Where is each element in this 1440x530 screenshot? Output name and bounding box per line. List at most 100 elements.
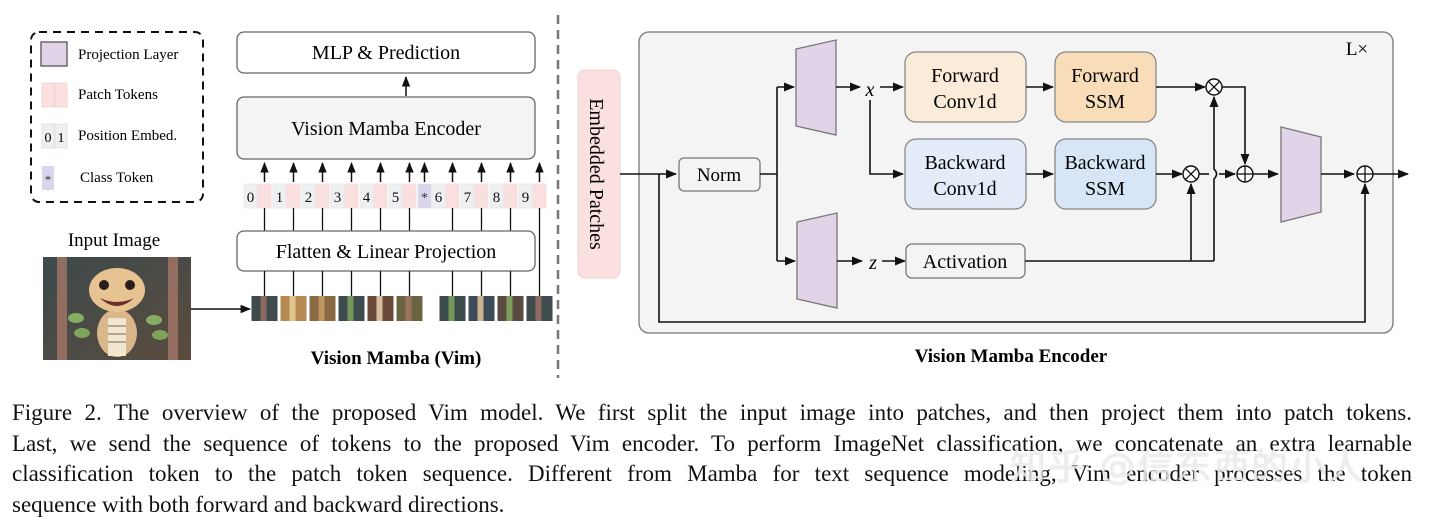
patch-tokens-swatch <box>41 82 68 108</box>
backward-conv1d-label-1: Backward <box>924 152 1005 174</box>
flatten-projection-label: Flatten & Linear Projection <box>276 241 497 263</box>
backward-ssm-label-1: Backward <box>1064 152 1145 174</box>
token-9: 9 <box>518 183 547 209</box>
multiply-backward <box>1182 165 1200 183</box>
image-patch <box>439 296 466 321</box>
patch-token <box>286 183 301 209</box>
patch-token <box>503 183 518 209</box>
class-sample: * <box>45 172 52 187</box>
position-sample-0: 0 <box>45 131 52 146</box>
patch-token <box>402 183 417 209</box>
forward-conv1d-label-2: Conv1d <box>933 91 996 113</box>
projection-layer-swatch <box>40 41 68 67</box>
forward-ssm-label-1: Forward <box>1071 65 1139 87</box>
z-label: z <box>868 252 877 274</box>
token-2: 2 <box>301 183 330 209</box>
arrow-x-to-backward-conv <box>869 100 905 179</box>
token-label: 0 <box>247 190 255 206</box>
encoder-diagram: L× Embedded Patches Norm x z Forward Con… <box>577 31 1410 367</box>
legend-border <box>30 31 204 203</box>
token-label: 3 <box>334 190 342 206</box>
x-label: x <box>865 79 875 101</box>
projection-x <box>795 39 837 136</box>
token-7: 7 <box>460 183 489 209</box>
patch-token <box>474 183 489 209</box>
token-4: 4 <box>359 183 388 209</box>
mlp-prediction-label: MLP & Prediction <box>312 42 460 64</box>
projection-z <box>796 212 838 309</box>
legend-label-position: Position Embed. <box>78 128 177 144</box>
token-5: 5 <box>388 183 417 209</box>
multiply-forward <box>1205 78 1223 96</box>
token-3: 3 <box>330 183 359 209</box>
token-label: 7 <box>464 190 472 206</box>
token-label: 9 <box>522 190 530 206</box>
watermark: 知乎 @信东西的小人 <box>1010 447 1366 488</box>
patch-token <box>373 183 388 209</box>
arrow-gate-forward <box>1209 95 1219 261</box>
encoder-panel-title: Vision Mamba Encoder <box>915 346 1108 367</box>
add-node-ssm <box>1236 165 1254 183</box>
residual-connection <box>658 174 1370 323</box>
patch-token <box>315 183 330 209</box>
token-6: 6 <box>431 183 460 209</box>
add-node-residual <box>1356 165 1374 183</box>
norm-label: Norm <box>697 165 742 186</box>
caption-line-4: sequence with both forward and backward … <box>12 491 505 517</box>
token-0: 0 <box>243 183 272 209</box>
figure-caption: Figure 2. The overview of the proposed V… <box>12 398 1412 520</box>
patch-token <box>257 183 272 209</box>
vim-figure: Projection Layer Patch Tokens 0 1 Positi… <box>30 15 1410 378</box>
caption-line-3: classification token to the patch token … <box>12 461 1412 486</box>
legend-label-projection: Projection Layer <box>78 47 178 63</box>
patch-token <box>344 183 359 209</box>
flatten-projection-box <box>236 230 536 272</box>
image-patch <box>497 296 524 321</box>
forward-conv1d-label-1: Forward <box>931 65 999 87</box>
token-label: 8 <box>493 190 501 206</box>
backward-ssm-label-2: SSM <box>1085 178 1125 200</box>
forward-ssm-label-2: SSM <box>1085 91 1125 113</box>
patch-token <box>532 183 547 209</box>
legend-label-patch: Patch Tokens <box>78 87 158 103</box>
position-sample-1: 1 <box>58 131 65 146</box>
image-patch <box>396 296 423 321</box>
token-8: 8 <box>489 183 518 209</box>
token-1: 1 <box>272 183 301 209</box>
position-embed-swatch: 0 1 <box>41 123 68 149</box>
image-patch <box>309 296 336 321</box>
image-patch <box>338 296 365 321</box>
class-token-swatch: * <box>42 166 54 190</box>
vim-panel-title: Vision Mamba (Vim) <box>311 348 482 369</box>
patch-token <box>445 183 460 209</box>
token-label: * <box>421 191 428 206</box>
token-label: 2 <box>305 190 313 206</box>
token-label: 6 <box>435 190 443 206</box>
vision-mamba-encoder-label: Vision Mamba Encoder <box>291 118 481 140</box>
image-patch <box>280 296 307 321</box>
arrow-forward-to-add <box>1222 86 1250 166</box>
input-image <box>43 257 191 360</box>
token-label: 5 <box>392 190 400 206</box>
legend-label-class: Class Token <box>80 170 154 186</box>
input-image-label: Input Image <box>68 230 160 251</box>
caption-line-2: Last, we send the sequence of tokens to … <box>12 430 1412 456</box>
embedded-patches-label: Embedded Patches <box>585 98 607 250</box>
token-label: 4 <box>363 190 371 206</box>
mlp-prediction-box <box>236 31 536 74</box>
vision-mamba-encoder-box <box>236 96 536 160</box>
caption-line-1: Figure 2. The overview of the proposed V… <box>12 400 1412 425</box>
patch-arrows <box>263 271 541 296</box>
class-token: * <box>417 183 432 209</box>
legend: Projection Layer Patch Tokens 0 1 Positi… <box>30 31 204 203</box>
repeat-label: L× <box>1346 39 1368 60</box>
activation-label: Activation <box>923 251 1007 273</box>
image-patches <box>251 296 553 321</box>
backward-conv1d-label-2: Conv1d <box>933 178 996 200</box>
image-patch <box>468 296 495 321</box>
output-projection <box>1280 126 1322 223</box>
image-patch <box>526 296 553 321</box>
image-patch <box>251 296 278 321</box>
